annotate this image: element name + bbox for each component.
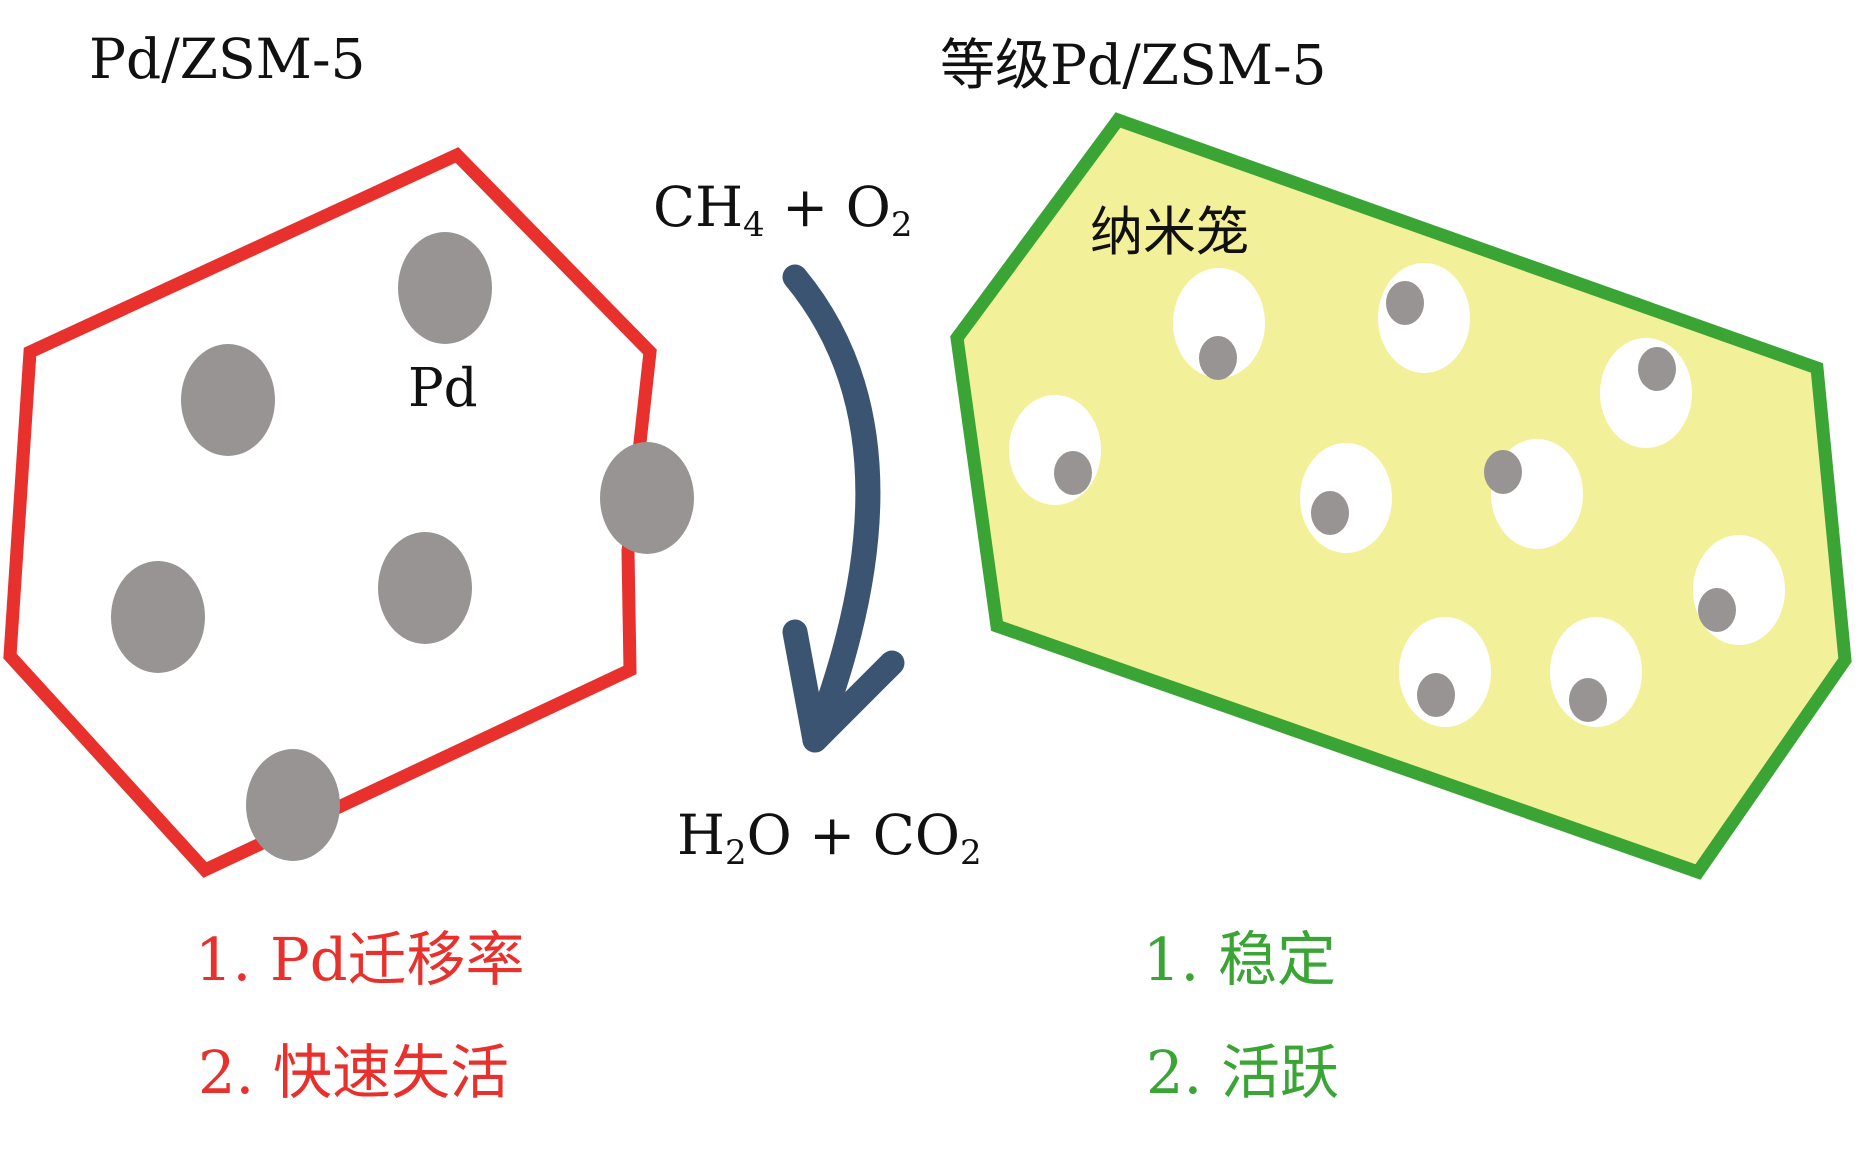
encapsulated-pd-particle [1054,451,1092,495]
pd-particle-3 [600,442,694,554]
pd-particle-2 [181,344,275,456]
nanocage-7 [1693,535,1785,645]
right-panel-title: 等级Pd/ZSM-5 [940,38,1327,93]
reactant-oxygen: O2 [846,175,913,239]
reactant-methane: CH4 [653,175,765,239]
nanocage-4 [1300,443,1392,553]
nanocage-label: 纳米笼 [1090,206,1249,259]
nanocage-void [1300,443,1392,553]
left-crystal [10,155,694,870]
encapsulated-pd-particle [1386,281,1424,325]
encapsulated-pd-particle [1698,588,1736,632]
products-plus: + [792,803,873,867]
encapsulated-pd-particle [1484,450,1522,494]
pd-particle-6 [246,749,340,861]
nanocage-6 [1600,338,1692,448]
products-formula: H2O + CO2 [677,808,982,863]
nanocage-2 [1378,263,1470,373]
encapsulated-pd-particle [1638,347,1676,391]
encapsulated-pd-particle [1311,491,1349,535]
left-panel-title: Pd/ZSM-5 [89,32,366,87]
encapsulated-pd-particle [1569,678,1607,722]
left-point-1: 1. Pd迁移率 [195,930,525,989]
reactants-plus: + [765,175,846,239]
reactants-formula: CH4 + O2 [653,180,912,235]
encapsulated-pd-particle [1199,336,1237,380]
pd-particle-5 [378,532,472,644]
left-crystal-outline [10,155,650,870]
product-water: H2O [677,803,792,867]
nanocage-8 [1399,617,1491,727]
right-point-2: 2. 活跃 [1146,1043,1339,1102]
reaction-arrow [795,277,892,740]
pd-particle-1 [398,232,492,344]
nanocage-9 [1550,617,1642,727]
nanocage-3 [1009,395,1101,505]
left-point-2: 2. 快速失活 [198,1043,509,1102]
pd-particle-4 [111,561,205,673]
product-co2: CO2 [873,803,982,867]
pd-particle-label: Pd [408,362,478,415]
right-point-1: 1. 稳定 [1143,930,1336,989]
nanocage-void [1009,395,1101,505]
encapsulated-pd-particle [1417,673,1455,717]
